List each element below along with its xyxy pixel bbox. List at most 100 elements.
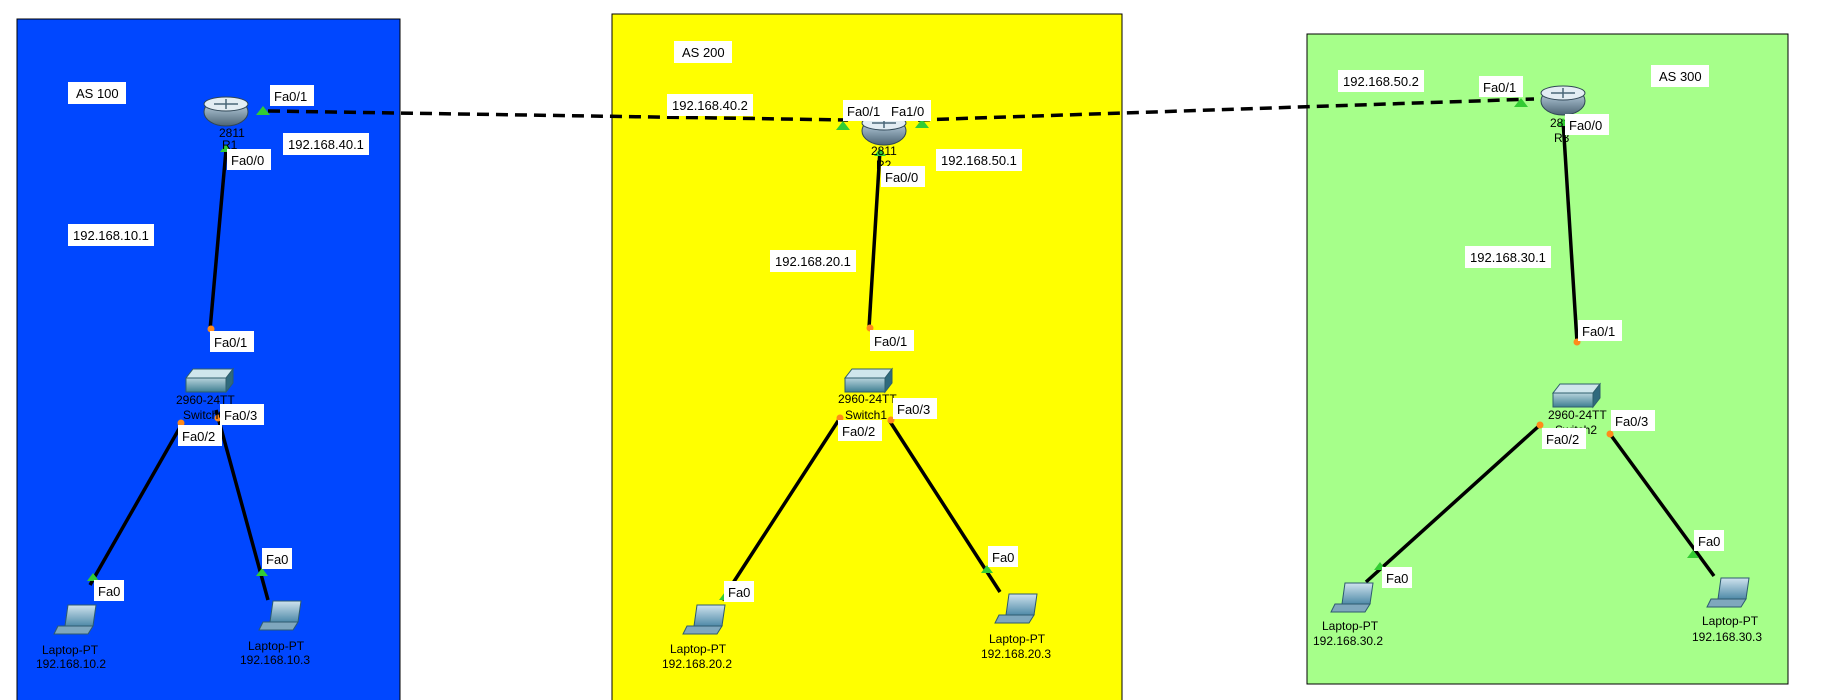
svg-text:Laptop-PT: Laptop-PT [248,639,305,653]
svg-text:Laptop-PT: Laptop-PT [989,632,1046,646]
svg-text:R1: R1 [222,138,238,152]
link-sw1-l3[interactable] [720,417,842,601]
port-orange-indicator [866,324,874,332]
svg-text:192.168.20.3: 192.168.20.3 [981,647,1051,661]
link-sw2-l6[interactable] [1608,432,1716,578]
link-r1-r2[interactable] [267,109,849,122]
laptop-l3[interactable]: Laptop-PT 192.168.20.2 [662,604,732,671]
area-label-as100: AS 100 [68,82,126,104]
router-r1[interactable]: 2811 R1 [203,96,249,152]
port-up-indicator [87,573,99,581]
svg-text:Fa0/0: Fa0/0 [1569,118,1602,133]
ip-label-r1-lan: 192.168.10.1 [68,224,154,246]
port-label-sw0-fa02: Fa0/2 [178,425,222,446]
svg-text:Fa0/0: Fa0/0 [231,153,264,168]
port-orange-indicator [1536,421,1544,429]
link-sw0-l2[interactable] [214,409,270,601]
port-label-l1-fa0: Fa0 [94,580,124,601]
svg-text:AS 300: AS 300 [1659,69,1702,84]
ip-label-r3-wan: 192.168.50.2 [1338,70,1424,92]
svg-text:2811: 2811 [219,126,245,140]
svg-text:192.168.10.1: 192.168.10.1 [73,228,149,243]
router-r3[interactable]: 2811 R3 [1540,85,1586,145]
svg-text:Fa0/2: Fa0/2 [1546,432,1579,447]
port-label-r2-fa01: Fa0/1 [843,100,887,121]
port-orange-indicator [836,414,844,422]
svg-text:192.168.10.2: 192.168.10.2 [36,657,106,671]
svg-text:192.168.20.1: 192.168.20.1 [775,254,851,269]
svg-text:192.168.10.3: 192.168.10.3 [240,653,310,667]
laptop-l2[interactable]: Laptop-PT 192.168.10.3 [240,600,310,667]
svg-text:Laptop-PT: Laptop-PT [42,643,99,657]
svg-text:Fa0: Fa0 [992,550,1014,565]
router-icon [1551,88,1575,98]
svg-text:2960-24TT: 2960-24TT [1548,408,1607,422]
svg-text:AS 100: AS 100 [76,86,119,101]
ip-label-r1-wan: 192.168.40.1 [283,133,369,155]
svg-text:Fa0/1: Fa0/1 [274,89,307,104]
ip-label-r2-wan1: 192.168.40.2 [667,94,753,116]
svg-text:Fa0: Fa0 [1698,534,1720,549]
svg-text:Fa0: Fa0 [728,585,750,600]
port-label-r1-fa00: Fa0/0 [227,149,271,170]
port-orange-indicator [207,325,215,333]
area-as300[interactable] [1306,33,1789,685]
port-label-sw2-fa01: Fa0/1 [1578,320,1622,341]
port-up-indicator [836,121,850,130]
port-label-sw0-fa01: Fa0/1 [210,331,254,352]
link-sw1-l4[interactable] [887,419,1002,593]
port-label-sw1-fa02: Fa0/2 [838,420,882,441]
svg-text:2960-24TT: 2960-24TT [176,393,235,407]
svg-text:Fa0/2: Fa0/2 [842,424,875,439]
link-sw2-l5[interactable] [1364,423,1542,584]
laptop-l6[interactable]: Laptop-PT 192.168.30.3 [1692,577,1762,644]
svg-text:2811: 2811 [871,144,897,158]
port-up-indicator [981,565,993,573]
port-label-sw1-fa03: Fa0/3 [893,398,937,419]
svg-text:192.168.20.2: 192.168.20.2 [662,657,732,671]
area-label-as200: AS 200 [674,41,732,63]
svg-text:Fa1/0: Fa1/0 [891,104,924,119]
link-r3-sw2[interactable] [1561,119,1579,343]
svg-text:2960-24TT: 2960-24TT [838,392,897,406]
svg-text:Switch0: Switch0 [183,408,225,422]
svg-text:Fa0: Fa0 [266,552,288,567]
svg-text:192.168.40.1: 192.168.40.1 [288,137,364,152]
port-label-r2-fa10: Fa1/0 [887,100,931,121]
switch-sw1[interactable]: 2960-24TT Switch1 [838,367,897,422]
link-r1-sw0[interactable] [208,149,228,331]
link-r2-r3[interactable] [917,97,1535,122]
svg-text:Fa0/1: Fa0/1 [1483,80,1516,95]
port-label-r3-fa01: Fa0/1 [1479,76,1523,97]
link-r2-sw1[interactable] [867,149,882,329]
svg-text:Laptop-PT: Laptop-PT [1702,614,1759,628]
svg-text:192.168.40.2: 192.168.40.2 [672,98,748,113]
svg-text:Fa0/1: Fa0/1 [847,104,880,119]
area-label-as300: AS 300 [1651,65,1709,87]
laptop-l4[interactable]: Laptop-PT 192.168.20.3 [981,593,1051,661]
router-icon [214,99,238,109]
port-label-sw1-fa01: Fa0/1 [870,330,914,351]
laptop-l1[interactable]: Laptop-PT 192.168.10.2 [36,604,106,671]
ip-label-r3-lan: 192.168.30.1 [1465,246,1551,268]
port-orange-indicator [887,416,895,424]
port-up-indicator [256,106,270,115]
svg-text:Fa0/1: Fa0/1 [214,335,247,350]
port-orange-indicator [177,419,185,427]
port-label-l5-fa0: Fa0 [1382,567,1412,588]
area-as100[interactable] [16,18,401,700]
laptop-l5[interactable]: Laptop-PT 192.168.30.2 [1313,582,1383,648]
port-orange-indicator [214,414,222,422]
svg-text:192.168.50.1: 192.168.50.1 [941,153,1017,168]
port-label-l6-fa0: Fa0 [1694,530,1724,551]
svg-text:Fa0/1: Fa0/1 [874,334,907,349]
svg-text:Fa0/3: Fa0/3 [897,402,930,417]
svg-text:Fa0/3: Fa0/3 [1615,414,1648,429]
port-label-l4-fa0: Fa0 [988,546,1018,567]
switch-sw0[interactable]: 2960-24TT Switch0 [176,367,235,422]
svg-text:Fa0/0: Fa0/0 [885,170,918,185]
link-sw0-l1[interactable] [88,421,185,586]
svg-text:Fa0/3: Fa0/3 [224,408,257,423]
svg-text:Fa0: Fa0 [1386,571,1408,586]
